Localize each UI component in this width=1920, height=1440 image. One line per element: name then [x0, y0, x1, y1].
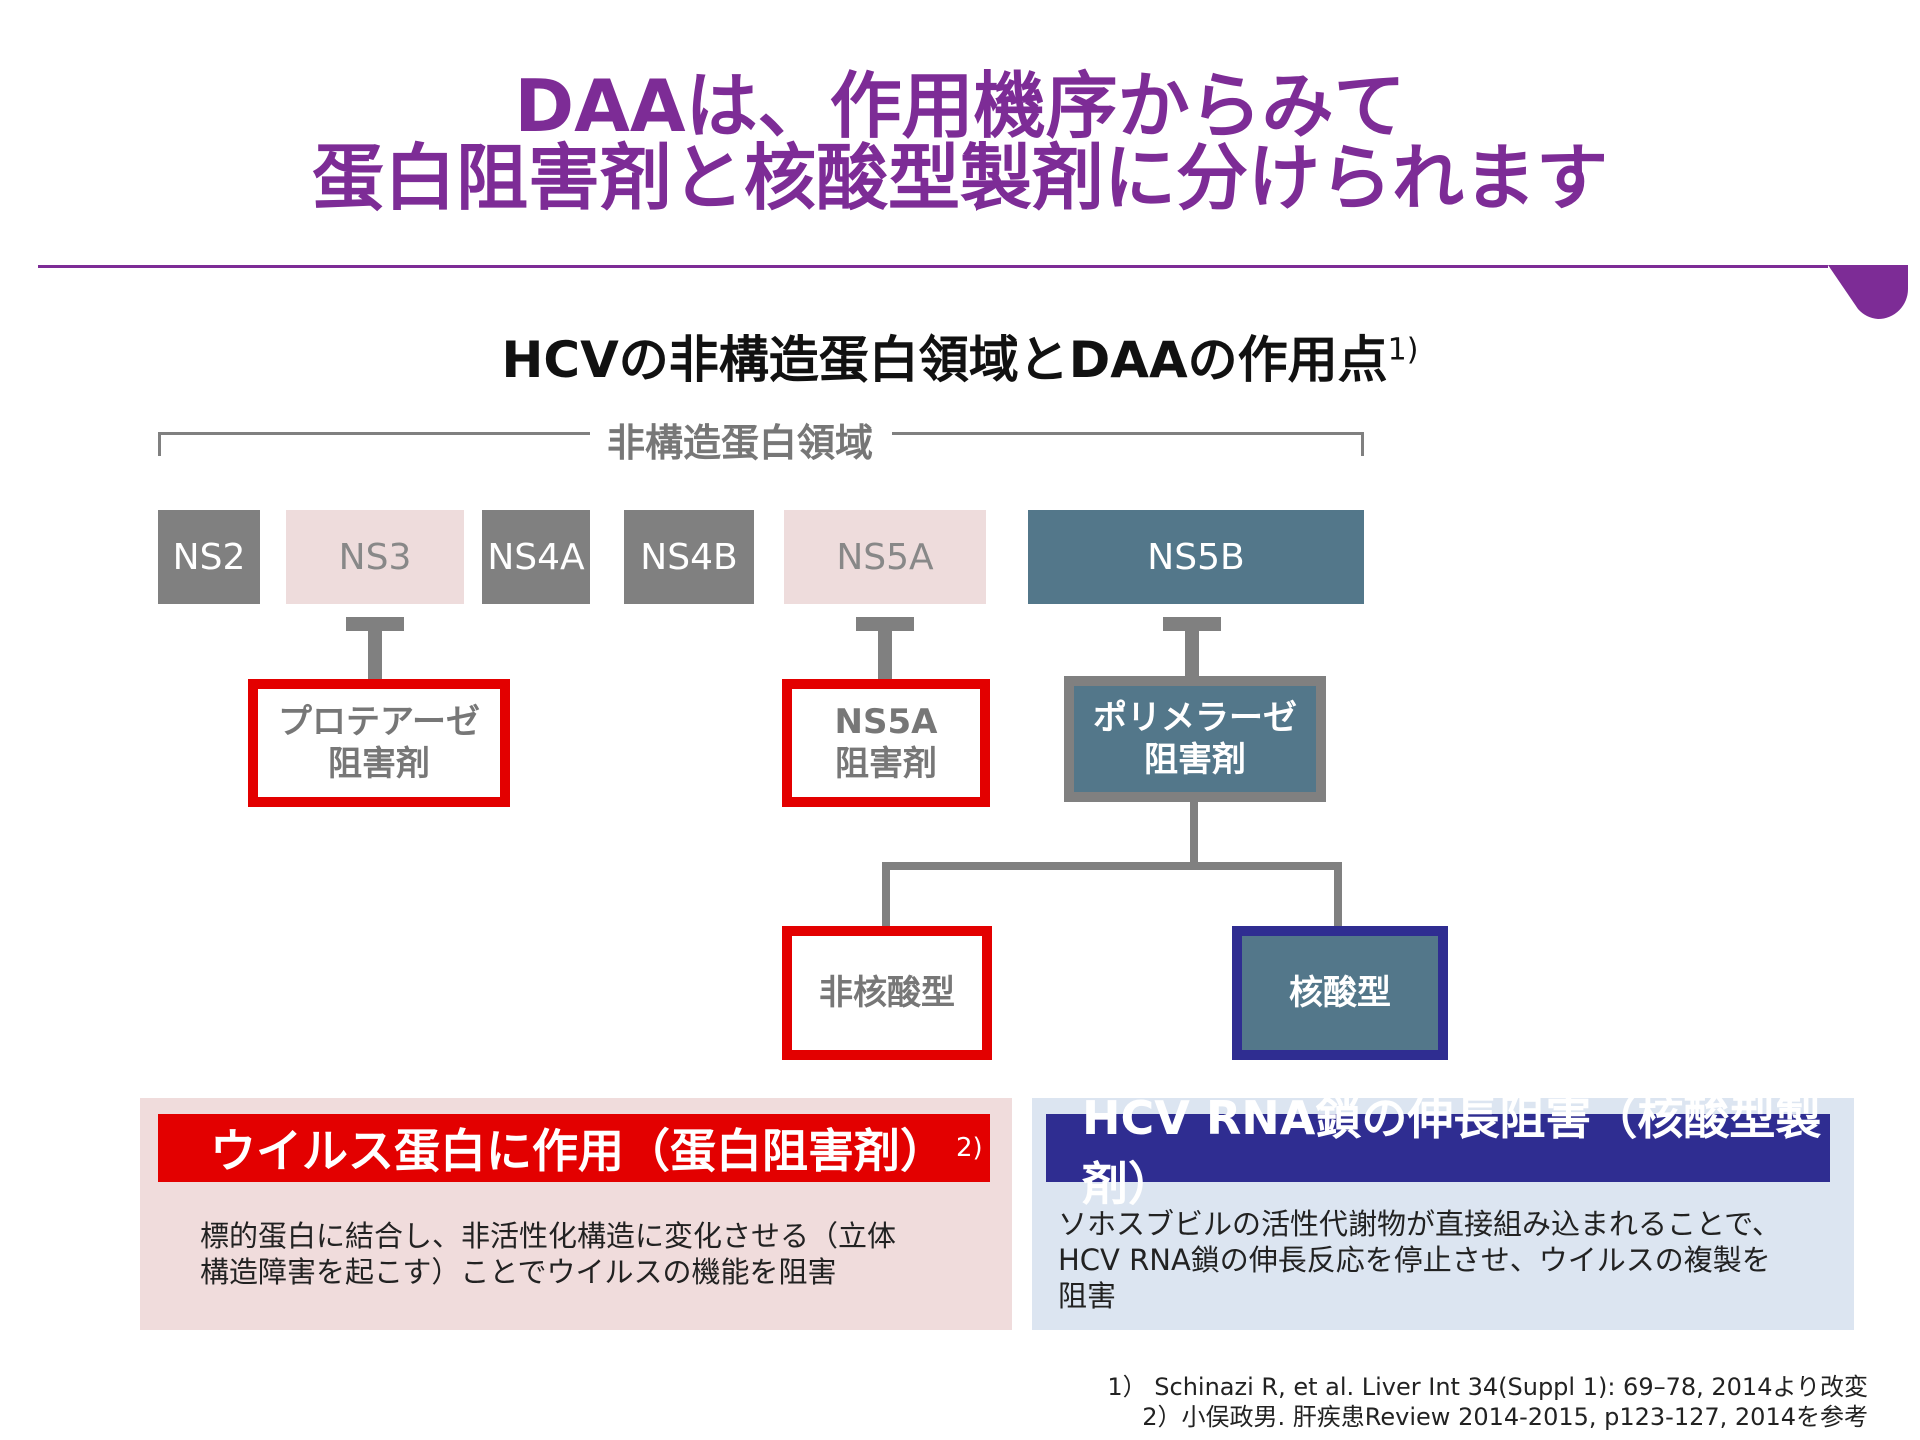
connector-to-non-nucleoside: [882, 862, 890, 928]
title-divider: [38, 265, 1828, 268]
bracket-left-line: [158, 432, 590, 435]
nucleoside-description: ソホスブビルの活性代謝物が直接組み込まれることで、 HCV RNA鎖の伸長反応を…: [1058, 1206, 1838, 1314]
protein-inhibitor-description: 標的蛋白に結合し、非活性化構造に変化させる（立体 構造障害を起こす）ことでウイル…: [200, 1218, 990, 1290]
protease-inhibitor-line1: プロテアーゼ: [278, 702, 480, 742]
ns5a-inhibitor-box: NS5A 阻害剤: [782, 679, 990, 807]
inhibition-stem-ns5a: [878, 617, 892, 679]
inhibition-stem-ns5b: [1185, 617, 1199, 679]
diagram-subtitle: HCVの非構造蛋白領域とDAAの作用点1): [0, 320, 1920, 392]
nucleoside-text-line1: ソホスブビルの活性代謝物が直接組み込まれることで、: [1058, 1207, 1781, 1241]
connector-to-nucleoside: [1334, 862, 1342, 928]
corner-tab-decoration: [1828, 265, 1908, 319]
ns5a-inhibitor-line2: 阻害剤: [834, 744, 937, 784]
protease-inhibitor-line2: 阻害剤: [328, 744, 430, 784]
protein-inhibitor-heading-text: ウイルス蛋白に作用（蛋白阻害剤）: [210, 1124, 946, 1178]
protein-inhibitor-text-line2: 構造障害を起こす）ことでウイルスの機能を阻害: [200, 1255, 837, 1289]
protease-inhibitor-box: プロテアーゼ 阻害剤: [248, 679, 510, 807]
connector-horizontal: [882, 862, 1342, 870]
protein-ns5b: NS5B: [1028, 510, 1364, 604]
bracket-right-tick: [1361, 432, 1364, 456]
nucleoside-heading-text: HCV RNA鎖の伸長阻害（核酸型製剤）: [1082, 1091, 1822, 1211]
polymerase-inhibitor-box: ポリメラーゼ 阻害剤: [1064, 676, 1326, 802]
protein-ns4b: NS4B: [624, 510, 754, 604]
protein-ns3: NS3: [286, 510, 464, 604]
references: 1） Schinazi R, et al. Liver Int 34(Suppl…: [1107, 1372, 1868, 1432]
bracket-right-line: [892, 432, 1364, 435]
nucleoside-text-line2: HCV RNA鎖の伸長反応を停止させ、ウイルスの複製を: [1058, 1243, 1771, 1277]
protein-inhibitor-heading-ref: 2): [956, 1133, 983, 1163]
protein-inhibitor-text-line1: 標的蛋白に結合し、非活性化構造に変化させる（立体: [200, 1219, 897, 1253]
protein-ns4a: NS4A: [482, 510, 590, 604]
protein-ns2: NS2: [158, 510, 260, 604]
title-line-2: 蛋白阻害剤と核酸型製剤に分けられます: [311, 136, 1608, 220]
diagram-subtitle-ref: 1): [1387, 332, 1419, 368]
bracket-left-tick: [158, 432, 161, 456]
reference-1: 1） Schinazi R, et al. Liver Int 34(Suppl…: [1107, 1373, 1868, 1401]
connector-polymerase-stem: [1190, 802, 1198, 866]
polymerase-inhibitor-line2: 阻害剤: [1144, 740, 1246, 780]
inhibition-stem-ns3: [368, 617, 382, 679]
nucleoside-box: 核酸型: [1232, 926, 1448, 1060]
nucleoside-text-line3: 阻害: [1058, 1279, 1117, 1313]
diagram-subtitle-text: HCVの非構造蛋白領域とDAAの作用点: [501, 331, 1388, 389]
region-label: 非構造蛋白領域: [606, 421, 873, 465]
reference-2: 2）小俣政男. 肝疾患Review 2014-2015, p123-127, 2…: [1142, 1403, 1868, 1431]
non-nucleoside-box: 非核酸型: [782, 926, 992, 1060]
polymerase-inhibitor-line1: ポリメラーゼ: [1093, 698, 1297, 738]
protein-ns5a: NS5A: [784, 510, 986, 604]
protein-inhibitor-heading: ウイルス蛋白に作用（蛋白阻害剤） 2): [158, 1114, 990, 1182]
nucleoside-heading: HCV RNA鎖の伸長阻害（核酸型製剤）: [1046, 1091, 1830, 1211]
title-line-1: DAAは、作用機序からみて: [514, 64, 1406, 148]
ns5a-inhibitor-line1: NS5A: [834, 702, 938, 742]
